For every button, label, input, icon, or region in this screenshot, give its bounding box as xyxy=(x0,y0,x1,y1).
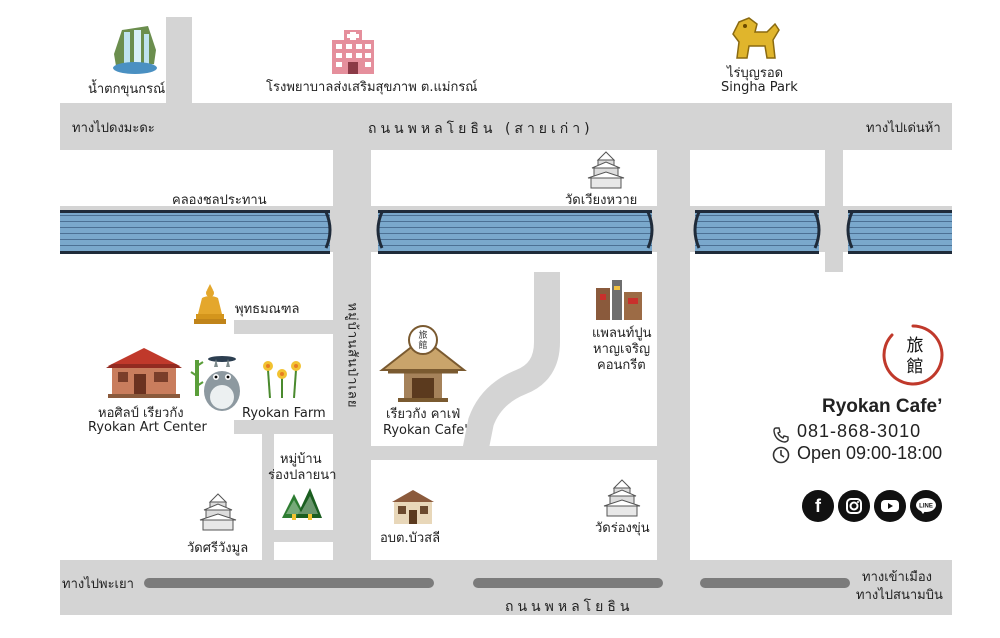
canal-segment-3 xyxy=(695,210,819,254)
buddha-icon xyxy=(194,284,226,324)
waterfall-icon xyxy=(113,26,157,74)
singha-label-th: ไร่บุญรอด xyxy=(727,66,784,81)
cafe-sign-text-1: 旅 xyxy=(418,329,427,341)
ryokan-cafe-icon: 旅 館 xyxy=(379,325,467,402)
village-lane-name: หมู่บ้านสันป่าเลย xyxy=(344,302,360,409)
block-south-left xyxy=(60,252,333,272)
instagram-icon[interactable] xyxy=(838,490,870,522)
canal-segment-1 xyxy=(60,210,330,254)
farm-label: Ryokan Farm xyxy=(242,406,326,421)
canal-segment-2 xyxy=(378,210,652,254)
hospital-label: โรงพยาบาลส่งเสริมสุขภาพ ต.แม่กรณ์ xyxy=(266,80,478,95)
facebook-icon[interactable]: f xyxy=(802,490,834,522)
block-north-far-right xyxy=(843,150,952,206)
lane-marking xyxy=(700,578,850,588)
concrete-label-1: แพลนท์ปูน xyxy=(592,326,652,341)
village-lane-east xyxy=(270,530,334,542)
lane-marking xyxy=(473,578,663,588)
buddha-label: พุทธมณฑล xyxy=(235,302,300,317)
concrete-plant-icon xyxy=(596,280,642,320)
direction-top-right: ทางไปเด่นห้า xyxy=(866,121,941,136)
wat-sri-wang-mun-label: วัดศรีวังมูล xyxy=(187,541,249,556)
logo-char-2: 館 xyxy=(907,357,924,377)
phone-icon xyxy=(773,427,789,443)
art-center-label-th: หอศิลป์ เรียวกัง xyxy=(98,406,184,421)
direction-top-left: ทางไปดงมะดะ xyxy=(72,121,155,136)
obt-label: อบต.บัวสลี xyxy=(380,531,441,546)
obt-icon xyxy=(392,490,434,524)
cafe-sign-text-2: 館 xyxy=(418,339,427,351)
central-lane xyxy=(371,446,657,460)
cafe-label-th: เรียวกัง คาเฟ่ xyxy=(386,407,461,422)
flowers-icon xyxy=(263,361,301,398)
block-south-right xyxy=(690,252,825,272)
wat-wiang-hwai-label: วัดเวียงหวาย xyxy=(565,193,638,208)
block-south-far-right xyxy=(843,252,952,272)
singha-icon xyxy=(732,17,780,59)
village-label-2: ร่องปลายนา xyxy=(268,468,337,483)
logo-char-1: 旅 xyxy=(907,336,924,356)
temple-icon xyxy=(587,151,625,189)
totoro-icon xyxy=(204,356,240,411)
concrete-label-2: หาญเจริญ xyxy=(593,342,651,357)
canal-caps xyxy=(324,211,854,249)
art-center-label-en: Ryokan Art Center xyxy=(88,420,207,435)
top-road-name: ถนนพหลโยธิน (สายเก่า) xyxy=(368,121,594,137)
east-road xyxy=(657,150,690,562)
waterfall-label: น้ำตกขุนกรณ์ xyxy=(88,82,166,97)
temple-icon xyxy=(199,493,237,531)
farm-lane xyxy=(234,320,334,334)
west-road xyxy=(333,150,371,562)
clock-icon xyxy=(772,446,790,464)
art-center-icon xyxy=(106,348,182,398)
direction-bottom-left: ทางไปพะเยา xyxy=(62,577,134,592)
singha-label-en: Singha Park xyxy=(721,80,798,95)
concrete-label-3: คอนกรีต xyxy=(597,358,646,373)
direction-bottom-right-2: ทางไปสนามบิน xyxy=(856,588,943,603)
brand-name: Ryokan Cafe’ xyxy=(822,396,943,417)
opening-hours: Open 09:00-18:00 xyxy=(797,443,943,463)
youtube-icon[interactable] xyxy=(874,490,906,522)
lane-marking xyxy=(144,578,434,588)
village-icon xyxy=(282,488,322,520)
hospital-icon xyxy=(332,30,374,74)
bamboo-icon xyxy=(190,360,204,396)
canal-label: คลองชลประทาน xyxy=(172,193,267,208)
cafe-label-en: Ryokan Cafe' xyxy=(383,423,468,438)
curved-road xyxy=(462,272,560,452)
line-icon[interactable]: LINE xyxy=(910,490,942,522)
canal-segment-4 xyxy=(848,210,952,254)
temple-icon xyxy=(603,479,641,517)
block-north-left xyxy=(60,150,333,206)
phone-number[interactable]: 081-868-3010 xyxy=(797,421,922,441)
village-label-1: หมู่บ้าน xyxy=(280,452,322,467)
wat-rong-khun-label: วัดร่องขุ่น xyxy=(595,521,650,536)
village-lane-south xyxy=(262,430,274,562)
line-icon-label: LINE xyxy=(919,504,933,510)
block-north-right xyxy=(690,150,825,206)
art-lane xyxy=(234,420,334,434)
direction-bottom-right-1: ทางเข้าเมือง xyxy=(862,570,933,585)
block-south-mid xyxy=(371,252,657,272)
top-road xyxy=(60,103,952,151)
brand-logo: 旅 館 xyxy=(882,324,944,386)
bottom-road-name: ถนนพหลโยธิน xyxy=(505,599,634,615)
road-to-waterfall xyxy=(166,17,192,105)
